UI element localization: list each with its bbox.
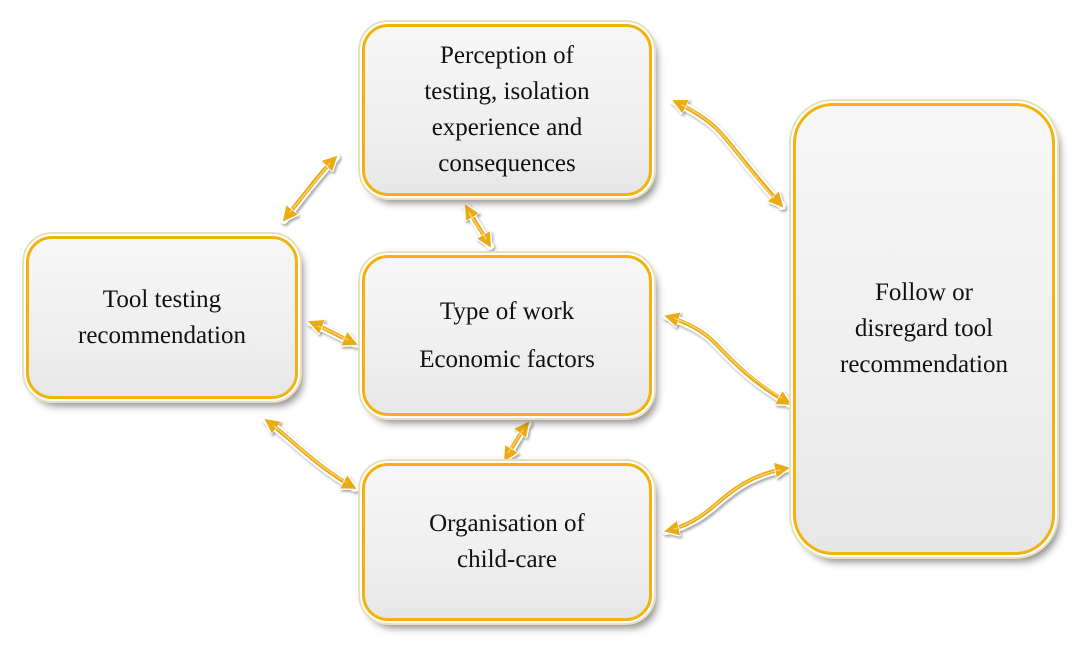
tool-line-2: recommendation bbox=[78, 321, 246, 349]
childcare-line-2: child-care bbox=[457, 546, 557, 573]
perception-line-2: testing, isolation bbox=[424, 78, 590, 105]
work-economic-node: Type of work Economic factors bbox=[362, 255, 652, 416]
perception-line-4: consequences bbox=[438, 150, 576, 177]
follow-line-2: disregard tool bbox=[854, 315, 994, 342]
follow-disregard-node: Follow or disregard tool recommendation bbox=[793, 103, 1055, 555]
perception-line-3: experience and bbox=[431, 114, 583, 141]
work-type-label: Type of work bbox=[439, 297, 575, 325]
arrow-perception-follow bbox=[674, 101, 782, 206]
perception-node: Perception of testing, isolation experie… bbox=[362, 24, 652, 196]
childcare-node: Organisation of child-care bbox=[362, 463, 652, 621]
economic-factors-label: Economic factors bbox=[419, 345, 595, 373]
follow-line-3: recommendation bbox=[840, 351, 1008, 378]
tool-recommendation-node: Tool testing recommendation bbox=[26, 236, 298, 399]
perception-line-1: Perception of bbox=[440, 42, 574, 69]
childcare-line-1: Organisation of bbox=[429, 510, 585, 537]
follow-line-1: Follow or bbox=[875, 279, 973, 306]
arrow-work-child bbox=[505, 423, 528, 460]
tool-line-1: Tool testing bbox=[102, 285, 222, 313]
